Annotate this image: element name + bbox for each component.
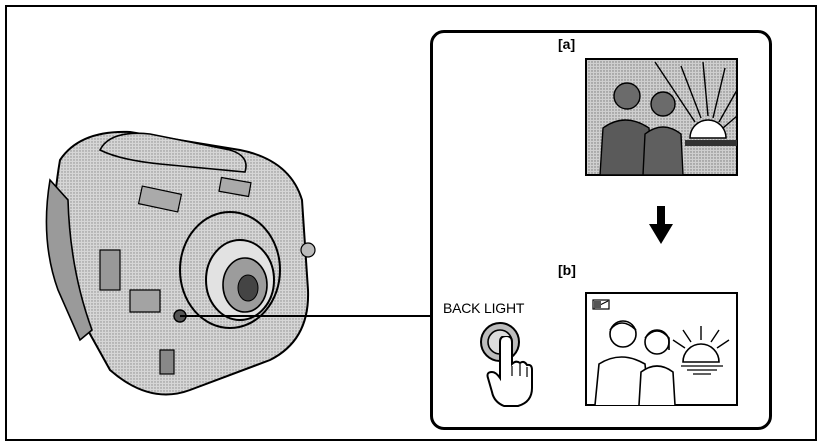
camcorder-illustration — [45, 130, 316, 396]
scene-a-label: [a] — [558, 36, 576, 52]
pointing-hand-icon — [486, 336, 533, 407]
down-arrow-icon — [649, 206, 673, 244]
scene-b-label: [b] — [558, 262, 576, 278]
backlight-button-label: BACK LIGHT — [443, 300, 525, 316]
backlight-indicator-icon — [592, 299, 610, 310]
scene-b-image — [585, 292, 738, 406]
figure-frame — [5, 5, 817, 441]
scene-a-image — [585, 58, 738, 176]
